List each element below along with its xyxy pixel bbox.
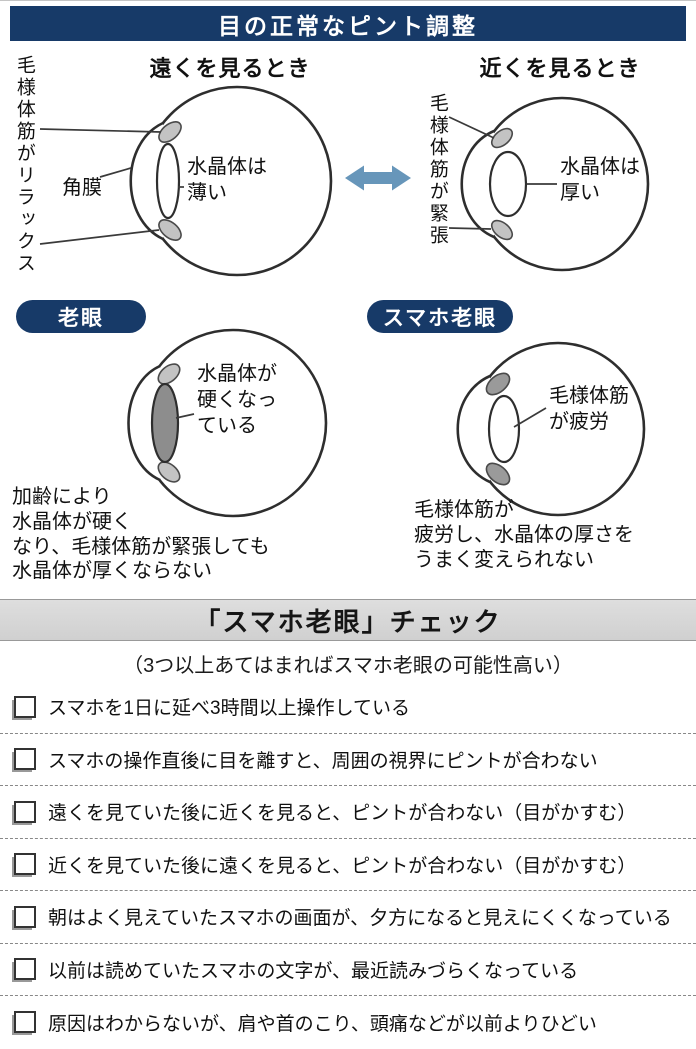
label-lens-thin: 水晶体は 薄い bbox=[187, 156, 267, 204]
cornea-mask bbox=[130, 123, 163, 239]
checklist-title: 「スマホ老眼」チェック bbox=[194, 606, 502, 637]
checklist-row: 遠くを見ていた後に近くを見ると、ピントが合わない（目がかすむ） bbox=[0, 786, 696, 839]
cornea-icon bbox=[127, 364, 161, 482]
checkbox-icon bbox=[14, 1011, 36, 1034]
ciliary-muscle-lower bbox=[158, 219, 182, 241]
checklist-row: 以前は読めていたスマホの文字が、最近読みづらくなっている bbox=[0, 944, 696, 996]
lens-hardened bbox=[150, 382, 180, 464]
checklist-item-label: 遠くを見ていた後に近くを見ると、ピントが合わない（目がかすむ） bbox=[48, 803, 637, 825]
pointer-line bbox=[39, 229, 160, 245]
smartphone-presbyopia-checklist: スマホを1日に延べ3時間以上操作している スマホの操作直後に目を離すと、周囲の視… bbox=[0, 681, 696, 1049]
badge-smartphone-presbyopia: スマホ老眼 bbox=[367, 300, 513, 333]
checklist-item-label: 以前は読めていたスマホの文字が、最近読みづらくなっている bbox=[48, 960, 579, 982]
checklist-item-label: 朝はよく見えていたスマホの画面が、夕方になると見えにくくなっている bbox=[48, 908, 672, 930]
eye-diagram-smartphone bbox=[456, 341, 646, 517]
checkbox-icon bbox=[14, 853, 36, 876]
checkbox-icon bbox=[14, 905, 36, 928]
label-lens-thick: 水晶体は 厚い bbox=[560, 156, 640, 204]
heading-looking-near: 近くを見るとき bbox=[479, 56, 641, 81]
checkbox-icon bbox=[14, 748, 36, 771]
checklist-subtitle: （3つ以上あてはまればスマホ老眼の可能性高い） bbox=[123, 655, 573, 677]
pointer-line bbox=[175, 413, 195, 419]
pointer-line bbox=[513, 407, 547, 428]
checklist-row: スマホを1日に延べ3時間以上操作している bbox=[0, 681, 696, 734]
checklist-item-label: 原因はわからないが、肩や首のこり、頭痛などが以前よりひどい bbox=[48, 1013, 597, 1035]
checklist-item-label: 近くを見ていた後に遠くを見ると、ピントが合わない（目がかすむ） bbox=[48, 855, 637, 877]
checklist-item-label: スマホを1日に延べ3時間以上操作している bbox=[48, 698, 410, 720]
checkbox-icon bbox=[14, 695, 36, 718]
ciliary-muscle-upper bbox=[158, 121, 182, 143]
pointer-line bbox=[39, 128, 162, 133]
label-cornea: 角膜 bbox=[62, 177, 102, 199]
swap-arrow-icon bbox=[345, 165, 411, 191]
cornea-mask bbox=[457, 376, 490, 482]
ciliary-muscle-lower bbox=[490, 219, 514, 241]
label-ciliary-relaxed: 毛様体筋がリラックス bbox=[13, 55, 35, 275]
ciliary-muscle-upper bbox=[157, 363, 181, 385]
checklist-row: 原因はわからないが、肩や首のこり、頭痛などが以前よりひどい bbox=[0, 996, 696, 1049]
checklist-title-bar: 「スマホ老眼」チェック bbox=[0, 599, 696, 641]
ciliary-muscle-upper bbox=[490, 127, 514, 149]
checklist-row: スマホの操作直後に目を離すと、周囲の視界にピントが合わない bbox=[0, 734, 696, 786]
cornea-mask bbox=[461, 131, 494, 237]
pointer-line bbox=[448, 227, 492, 230]
description-smartphone-presbyopia: 毛様体筋が 疲労し、水晶体の厚さを うまく変えられない bbox=[414, 499, 634, 571]
checklist-row: 近くを見ていた後に遠くを見ると、ピントが合わない（目がかすむ） bbox=[0, 839, 696, 891]
lens-thin bbox=[155, 142, 181, 220]
pointer-line bbox=[448, 116, 495, 139]
lens-stuck bbox=[487, 394, 521, 464]
ciliary-muscle-lower bbox=[157, 461, 181, 483]
main-title-bar: 目の正常なピント調整 bbox=[10, 6, 686, 41]
ciliary-muscle-fatigued-lower bbox=[485, 462, 511, 486]
heading-looking-far: 遠くを見るとき bbox=[149, 56, 311, 81]
cornea-mask bbox=[128, 366, 160, 480]
cornea-icon bbox=[456, 374, 491, 484]
checklist-row: 朝はよく見えていたスマホの画面が、夕方になると見えにくくなっている bbox=[0, 891, 696, 944]
badge-presbyopia: 老眼 bbox=[16, 300, 146, 333]
pointer-line bbox=[99, 167, 132, 178]
checkbox-icon bbox=[14, 958, 36, 981]
label-lens-hardened: 水晶体が 硬くなっ ている bbox=[197, 363, 277, 437]
label-ciliary-fatigued: 毛様体筋 が疲労 bbox=[549, 385, 629, 433]
description-presbyopia: 加齢により 水晶体が硬く なり、毛様体筋が緊張しても 水晶体が厚くならない bbox=[12, 486, 270, 583]
ciliary-muscle-fatigued-upper bbox=[485, 372, 511, 396]
lens-thick bbox=[488, 150, 528, 218]
checklist-item-label: スマホの操作直後に目を離すと、周囲の視界にピントが合わない bbox=[48, 750, 598, 772]
page-title: 目の正常なピント調整 bbox=[218, 12, 478, 39]
eye-diagram-far bbox=[129, 85, 333, 277]
label-ciliary-tense: 毛様体筋が緊張 bbox=[426, 93, 448, 247]
eye-diagram-presbyopia bbox=[127, 328, 328, 518]
checkbox-icon bbox=[14, 800, 36, 823]
eye-diagram-near bbox=[460, 96, 650, 272]
pointer-lines bbox=[39, 116, 557, 428]
